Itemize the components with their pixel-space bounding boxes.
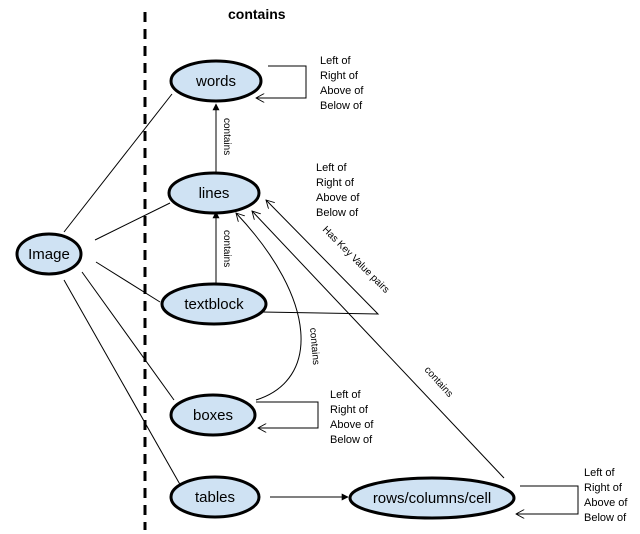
relation-below-of: Below of [330, 434, 373, 446]
edge-image-lines [94, 202, 171, 241]
edge-key-value-pairs [261, 200, 380, 315]
edge-boxes-contains-lines [236, 213, 302, 401]
self-loop-cells [516, 485, 579, 514]
relation-left-of: Left of [316, 162, 348, 174]
node-image-label: Image [28, 246, 70, 263]
edge-image-textblock [95, 261, 161, 303]
node-boxes-label: boxes [193, 407, 233, 424]
relation-right-of: Right of [320, 70, 359, 82]
relations-cells: Left of Right of Above of Below of [584, 467, 628, 524]
self-loop-words [256, 65, 307, 98]
relations-words: Left of Right of Above of Below of [320, 55, 364, 112]
edge-image-tables [63, 279, 183, 489]
node-tables-label: tables [195, 489, 235, 506]
relation-above-of: Above of [316, 192, 360, 204]
relation-right-of: Right of [330, 404, 369, 416]
edge-image-boxes [81, 271, 175, 401]
node-lines-label: lines [199, 185, 230, 202]
relation-below-of: Below of [316, 207, 359, 219]
relation-above-of: Above of [584, 497, 628, 509]
node-rows-columns-cell-label: rows/columns/cell [373, 490, 491, 507]
node-words: words [169, 59, 263, 103]
node-rows-columns-cell: rows/columns/cell [348, 476, 516, 520]
relations-lines: Left of Right of Above of Below of [316, 162, 360, 219]
label-key-value-pairs: Has Key Value pairs [320, 224, 391, 295]
edge-cells-contains-lines [252, 211, 505, 479]
node-image: Image [15, 232, 83, 276]
relations-boxes: Left of Right of Above of Below of [330, 389, 374, 446]
node-words-label: words [195, 73, 236, 90]
label-lines-contains-words: contains [221, 118, 232, 155]
diagram-title: contains [228, 6, 286, 22]
relation-below-of: Below of [584, 512, 627, 524]
self-loop-boxes [256, 401, 319, 428]
node-tables: tables [169, 475, 261, 519]
node-textblock: textblock [160, 282, 268, 326]
edge-image-words [63, 93, 173, 233]
node-lines: lines [167, 171, 261, 215]
node-textblock-label: textblock [184, 296, 244, 313]
relation-left-of: Left of [584, 467, 616, 479]
relation-left-of: Left of [320, 55, 352, 67]
relation-right-of: Right of [584, 482, 623, 494]
label-boxes-contains-lines: contains [307, 327, 321, 365]
relation-right-of: Right of [316, 177, 355, 189]
relation-left-of: Left of [330, 389, 362, 401]
label-textblock-contains-lines: contains [221, 230, 232, 267]
relation-below-of: Below of [320, 100, 363, 112]
node-boxes: boxes [169, 393, 257, 437]
relation-above-of: Above of [330, 419, 374, 431]
label-cells-contains-lines: contains [422, 365, 455, 400]
relation-above-of: Above of [320, 85, 364, 97]
